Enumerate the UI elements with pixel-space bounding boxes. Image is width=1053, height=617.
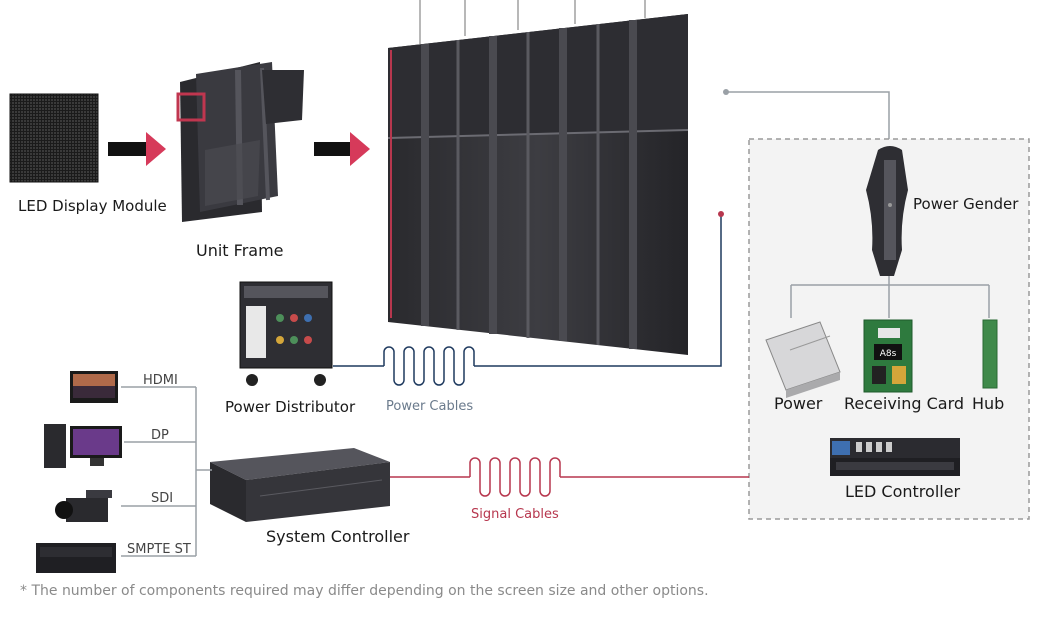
hub-image (982, 319, 998, 389)
footnote: * The number of components required may … (20, 583, 709, 599)
input-pc-image (44, 424, 122, 468)
power-supply-image (765, 321, 841, 398)
input-bracket (121, 386, 212, 557)
signal-cable (390, 457, 749, 497)
led-wall-image (387, 0, 689, 355)
label-led-module: LED Display Module (18, 197, 167, 215)
label-unit-frame: Unit Frame (196, 241, 284, 260)
unit-frame-image (176, 62, 304, 222)
label-power-gender: Power Gender (913, 195, 1019, 213)
label-signal-cables: Signal Cables (471, 507, 559, 522)
input-label-smpte: SMPTE ST (127, 542, 191, 557)
label-power-distributor: Power Distributor (225, 398, 356, 416)
label-power-cables: Power Cables (386, 399, 474, 414)
flow-arrow-1 (108, 132, 166, 166)
flow-arrow-2 (314, 132, 370, 166)
power-distributor-image (239, 281, 333, 386)
wall-to-gender-connector (723, 89, 890, 145)
label-receiving-card: Receiving Card (844, 394, 965, 413)
label-hub: Hub (972, 394, 1005, 413)
gender-branches (790, 276, 990, 318)
input-smpte-device-image (36, 543, 116, 573)
receiving-card-tag: A8s (880, 349, 897, 359)
system-controller-image (210, 448, 390, 522)
label-led-controller: LED Controller (845, 482, 961, 501)
led-module-image (9, 93, 99, 183)
input-label-sdi: SDI (151, 491, 174, 506)
led-controller-image (830, 438, 960, 476)
label-system-controller: System Controller (266, 527, 410, 546)
input-camera-image (55, 490, 112, 522)
power-gender-image (866, 146, 908, 276)
receiving-card-image: A8s (863, 319, 913, 393)
input-label-dp: DP (151, 428, 169, 443)
label-power: Power (774, 394, 823, 413)
power-cable (333, 211, 724, 386)
input-label-hdmi: HDMI (143, 373, 178, 388)
input-monitor-image (70, 371, 118, 403)
